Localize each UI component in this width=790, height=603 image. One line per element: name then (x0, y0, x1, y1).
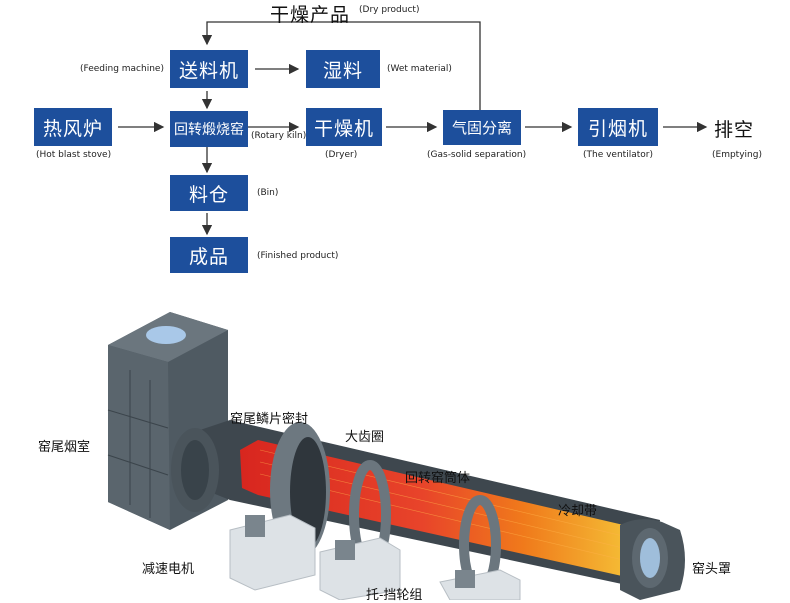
emptying-label: 排空 (714, 119, 755, 141)
feeding-machine-en: (Feeding machine) (80, 64, 164, 74)
label-gear-ring: 大齿圈 (345, 430, 385, 445)
kiln-head-cover (620, 519, 685, 600)
dry-product-loop (201, 21, 481, 110)
bin-box: 料仓 (170, 175, 248, 211)
hot-blast-stove-box: 热风炉 (34, 108, 112, 146)
label-kiln-body: 回转窑筒体 (405, 471, 471, 486)
hot-blast-stove-en: (Hot blast stove) (36, 150, 112, 160)
finished-product-box: 成品 (170, 237, 248, 273)
ventilator-box: 引烟机 (578, 108, 658, 146)
wet-material-en: (Wet material) (387, 64, 452, 74)
dry-product-en: (Dry product) (359, 5, 420, 15)
finished-product-en: (Finished product) (257, 251, 339, 261)
support-rollers (229, 514, 521, 600)
dryer-box: 干燥机 (306, 108, 382, 146)
label-smoke-chamber: 窑尾烟室 (38, 440, 91, 455)
label-roller-group: 托-挡轮组 (366, 588, 423, 603)
dry-product-label: 干燥产品 (270, 4, 351, 26)
feeding-machine-box: 送料机 (170, 50, 248, 88)
label-cooling-zone: 冷却带 (558, 504, 598, 519)
label-reducer-motor: 减速电机 (142, 562, 195, 577)
flow-arrows (118, 21, 708, 236)
dryer-en: (Dryer) (325, 150, 358, 160)
rotary-kiln-en: (Rotary kiln) (251, 131, 307, 141)
emptying-en: (Emptying) (712, 150, 762, 160)
gas-solid-separation-en: (Gas-solid separation) (427, 150, 527, 160)
wet-material-box: 湿料 (306, 50, 380, 88)
label-tail-seal: 窑尾鳞片密封 (230, 412, 309, 427)
rotary-kiln-box: 回转煅烧窑 (170, 111, 248, 147)
ventilator-en: (The ventilator) (583, 150, 653, 160)
bin-en: (Bin) (257, 188, 279, 198)
rotary-kiln-illustration (107, 312, 685, 600)
label-head-cover: 窑头罩 (692, 562, 732, 577)
gas-solid-separation-box: 气固分离 (443, 110, 521, 145)
